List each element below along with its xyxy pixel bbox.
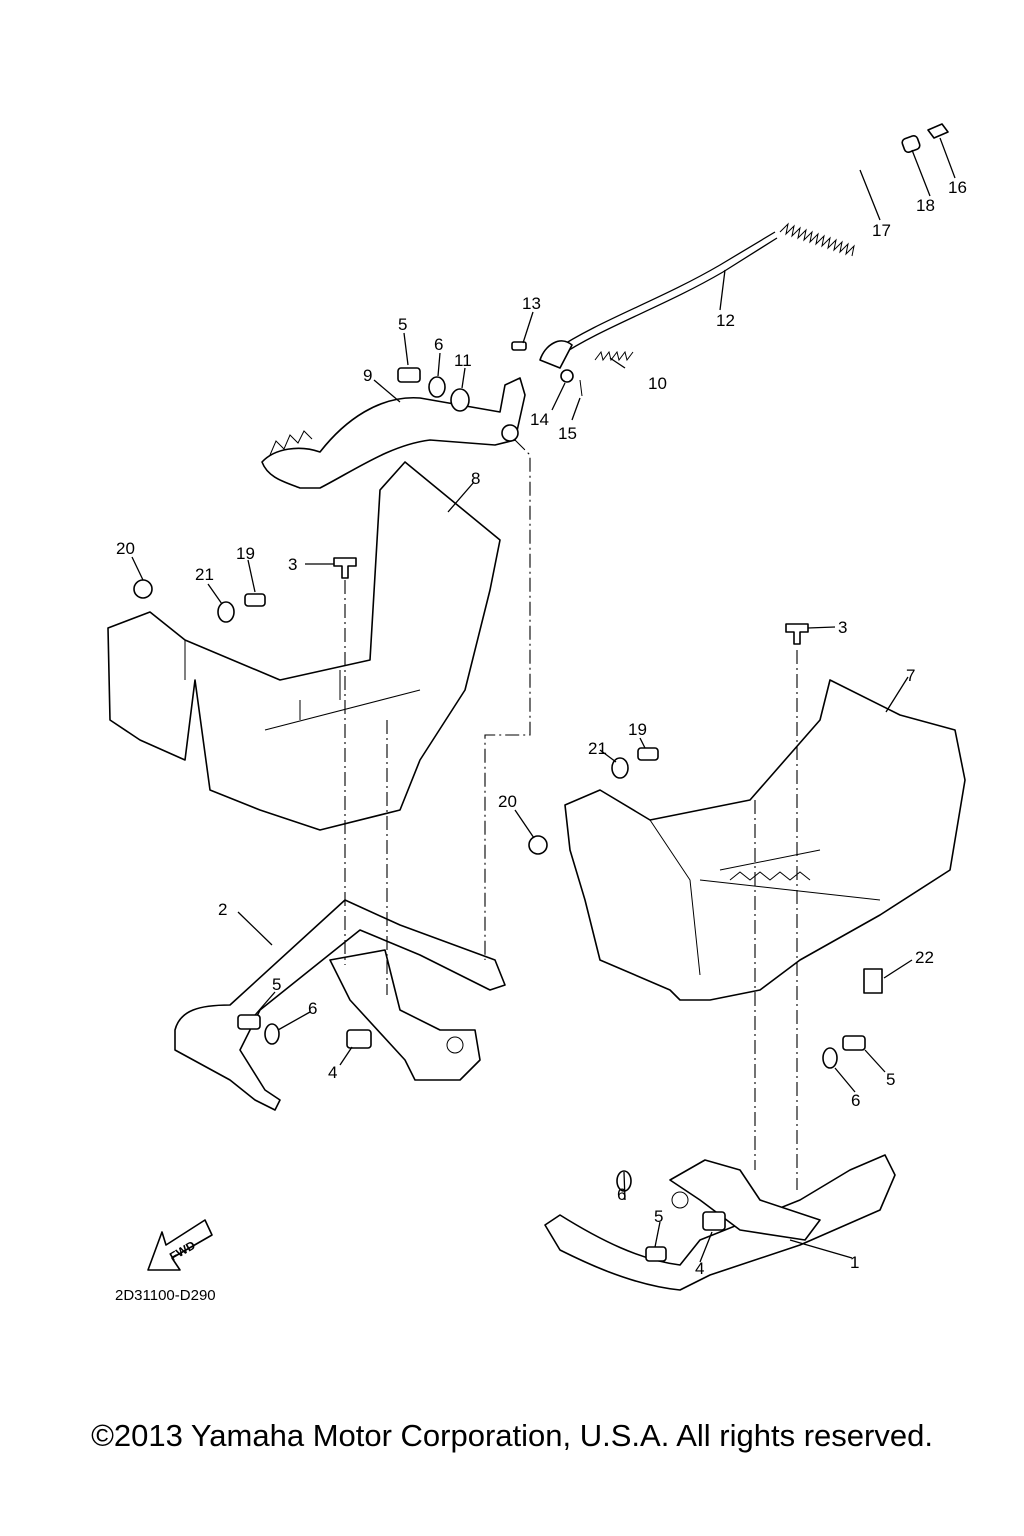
callout-5-right: 5	[886, 1070, 895, 1089]
fwd-arrow: FWD	[147, 1219, 213, 1271]
callout-13: 13	[522, 294, 541, 313]
callout-4-right: 4	[695, 1259, 704, 1278]
callout-3-left: 3	[288, 555, 297, 574]
callout-20-left: 20	[116, 539, 135, 558]
callout-22: 22	[915, 948, 934, 967]
callout-10: 10	[648, 374, 667, 393]
right-footrest-bracket	[544, 1154, 896, 1291]
right-bracket	[544, 1035, 896, 1291]
assembly-lines	[344, 439, 798, 1190]
callout-6-bottom: 6	[617, 1185, 626, 1204]
left-footrest-guard	[107, 461, 501, 831]
cable-spring	[779, 222, 855, 257]
right-mudguard	[564, 679, 966, 1001]
callout-11: 11	[454, 351, 472, 370]
callout-9: 9	[363, 366, 372, 385]
callout-8: 8	[471, 469, 480, 488]
callout-6-top: 6	[434, 335, 443, 354]
callout-21-right: 21	[588, 739, 607, 758]
callout-7: 7	[906, 666, 915, 685]
callout-2: 2	[218, 900, 227, 919]
callout-5-bottom: 5	[654, 1207, 663, 1226]
callout-21-left: 21	[195, 565, 214, 584]
callout-17: 17	[872, 221, 891, 240]
callout-3-right: 3	[838, 618, 847, 637]
right-footrest-guard	[528, 623, 966, 1001]
callout-12: 12	[716, 311, 735, 330]
brake-cable	[554, 231, 776, 351]
callout-6-left: 6	[308, 999, 317, 1018]
callout-19-left: 19	[236, 544, 255, 563]
callout-20-right: 20	[498, 792, 517, 811]
callout-6-right: 6	[851, 1091, 860, 1110]
left-bracket	[174, 899, 506, 1111]
callout-4-left: 4	[328, 1063, 337, 1082]
return-spring	[594, 350, 634, 362]
callout-18: 18	[916, 196, 935, 215]
callout-5-top: 5	[398, 315, 407, 334]
left-footrest-bracket	[174, 899, 506, 1111]
callout-16: 16	[948, 178, 967, 197]
left-mudguard	[107, 461, 501, 831]
parts-exploded-diagram: 1 2 3 3 4 4 5 5 5 5 6 6 6 6 7 8 9 10 11 …	[107, 123, 967, 1300]
callout-1: 1	[850, 1253, 859, 1272]
callout-15: 15	[558, 424, 577, 443]
brake-pedal	[261, 377, 526, 489]
callout-19-right: 19	[628, 720, 647, 739]
copyright-notice: ©2013 Yamaha Motor Corporation, U.S.A. A…	[91, 1418, 933, 1453]
callouts: 1 2 3 3 4 4 5 5 5 5 6 6 6 6 7 8 9 10 11 …	[116, 178, 967, 1278]
diagram-code: 2D31100-D290	[115, 1287, 216, 1300]
callout-14: 14	[530, 410, 549, 429]
leader-lines	[131, 137, 956, 1263]
brake-pedal-assembly	[261, 123, 949, 489]
callout-5-left: 5	[272, 975, 281, 994]
